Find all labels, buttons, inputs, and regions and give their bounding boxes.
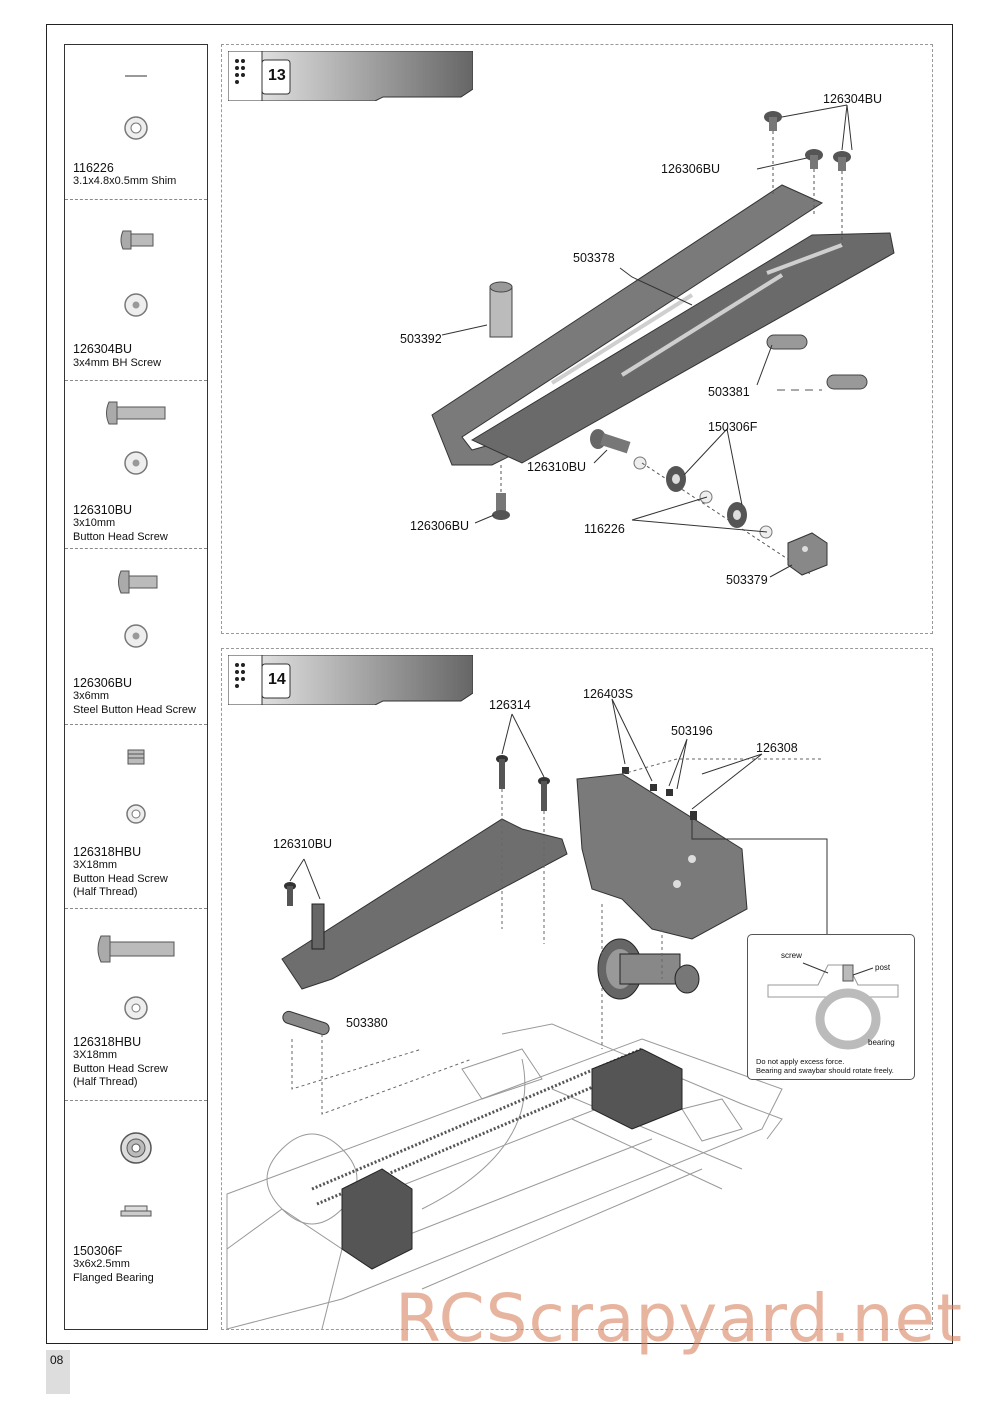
part-label: 126314 [489, 698, 531, 712]
part-label: 503196 [671, 724, 713, 738]
screw-icon [496, 755, 508, 789]
page-frame [46, 24, 953, 1344]
part-label: 503392 [400, 332, 442, 346]
step-banner-icon [227, 654, 474, 706]
top-bulkhead-icon [576, 773, 748, 940]
button-head-screw-icon [120, 230, 154, 317]
chassis-icon [226, 1023, 783, 1330]
part-code: 150306F [73, 1244, 123, 1258]
top-deck-icon [281, 818, 568, 990]
step-header: 13 [227, 50, 474, 102]
flanged-bearing-icon [120, 1132, 152, 1217]
bulkhead-icon [341, 1168, 413, 1270]
button-head-screw-icon [97, 935, 175, 1020]
button-head-screw-icon [118, 570, 158, 648]
button-head-screw-icon [106, 401, 166, 475]
part-label: 503381 [708, 385, 750, 399]
part-desc: Button Head Screw [73, 530, 168, 543]
watermark: RCScrapyard.net [395, 1280, 963, 1357]
set-screw-icon [126, 749, 146, 824]
part-desc: 3X18mm [73, 859, 118, 871]
screw-icon [805, 149, 823, 169]
mount-block-icon [787, 532, 828, 576]
step-number: 13 [268, 67, 286, 84]
part-label: 503379 [726, 573, 768, 587]
screw-icon [492, 493, 510, 520]
part-item-flanged-bearing: 150306F 3x6x2.5mm Flanged Bearing [65, 1101, 207, 1295]
parts-list: 116226 3.1x4.8x0.5mm Shim 126304BU 3x4mm… [64, 44, 208, 1330]
part-desc: 3x4mm BH Screw [73, 357, 162, 369]
detail-note-line: Do not apply excess force. [756, 1057, 845, 1066]
part-desc: 3X18mm [73, 1049, 118, 1061]
detail-note: Do not apply excess force. Bearing and s… [756, 1057, 894, 1075]
part-item-bh-screw-10: 126310BU 3x10mm Button Head Screw [65, 381, 207, 549]
part-desc: Button Head Screw [73, 872, 168, 885]
step-number: 14 [268, 671, 286, 688]
screw-icon [666, 789, 673, 796]
step-14-panel: 14 [221, 648, 933, 1330]
part-item-set-screw: 126318HBU 3X18mm Button Head Screw (Half… [65, 725, 207, 909]
part-desc: 3x6x2.5mm [73, 1258, 130, 1270]
step-13-panel: 13 [221, 44, 933, 634]
link-icon [766, 334, 808, 350]
detail-note-line: Bearing and swaybar should rotate freely… [756, 1066, 894, 1075]
part-desc: Flanged Bearing [73, 1271, 154, 1284]
part-item-bh-screw: 126304BU 3x4mm BH Screw [65, 200, 207, 381]
post-icon [311, 903, 325, 950]
step-header: 14 [227, 654, 474, 706]
post-icon [489, 281, 513, 338]
detail-label-post: post [875, 963, 891, 972]
part-item-half-thread-screw: 126318HBU 3X18mm Button Head Screw (Half… [65, 909, 207, 1101]
part-code: 126318HBU [73, 1035, 142, 1049]
part-item-shim: 116226 3.1x4.8x0.5mm Shim [65, 45, 207, 200]
part-label: 150306F [708, 420, 758, 434]
part-label: 503378 [573, 251, 615, 265]
screw-icon [590, 429, 631, 454]
screw-icon [284, 882, 296, 906]
bearing-detail-icon [767, 962, 899, 1050]
link-icon [282, 1010, 330, 1036]
part-label: 126306BU [661, 162, 721, 176]
part-label: 126308 [756, 741, 798, 755]
page-number: 08 [46, 1350, 70, 1394]
part-desc: 3x6mm [73, 690, 110, 702]
link-icon [826, 374, 868, 390]
part-code: 126306BU [73, 676, 133, 690]
screw-icon [764, 111, 782, 131]
bearing-icon [727, 502, 747, 528]
part-desc: (Half Thread) [73, 1076, 138, 1088]
screw-icon [538, 777, 550, 811]
part-label: 116226 [584, 522, 625, 536]
part-desc: 3.1x4.8x0.5mm Shim [73, 175, 177, 187]
part-code: 126318HBU [73, 845, 142, 859]
part-label: 126310BU [527, 460, 587, 474]
part-desc: Button Head Screw [73, 1062, 168, 1075]
detail-label-bearing: bearing [868, 1038, 895, 1047]
step-banner-icon [227, 50, 474, 102]
part-desc: Steel Button Head Screw [73, 703, 196, 716]
screw-icon [622, 767, 629, 774]
bulkhead-icon [591, 1048, 683, 1130]
part-desc: (Half Thread) [73, 886, 138, 898]
screw-icon [690, 811, 697, 820]
step-14-exploded-view [226, 698, 828, 1330]
shim-icon [124, 75, 148, 140]
differential-icon [597, 938, 700, 1000]
bearing-icon [666, 466, 686, 492]
part-desc: 3x10mm [73, 517, 116, 529]
part-code: 116226 [73, 161, 114, 175]
detail-label-screw: screw [781, 951, 802, 960]
screw-icon [650, 784, 657, 791]
part-label: 126306BU [410, 519, 470, 533]
part-label: 126310BU [273, 837, 333, 851]
detail-inset: screw post bearing Do not apply excess f… [747, 934, 915, 1080]
part-label: 503380 [346, 1016, 388, 1030]
part-code: 126304BU [73, 342, 133, 356]
part-label: 126304BU [823, 92, 883, 106]
step-13-exploded-view [431, 104, 895, 578]
part-label: 126403S [583, 687, 634, 701]
part-code: 126310BU [73, 503, 133, 517]
part-item-steel-bh-screw: 126306BU 3x6mm Steel Button Head Screw [65, 549, 207, 725]
screw-icon [833, 151, 851, 171]
